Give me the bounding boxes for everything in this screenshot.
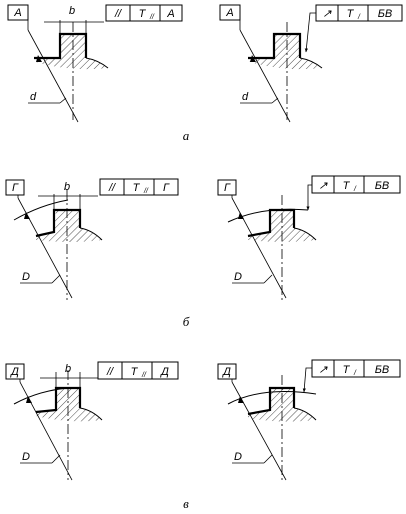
datum-box [5,363,25,380]
datum-label: А [13,7,21,19]
frame-datum: А [166,8,174,20]
frame-tolerance: T [343,364,351,376]
diameter-label: D [234,451,242,463]
frame-tolerance-sub: // [141,372,147,379]
caption-a: а [183,128,190,143]
datum-box [5,179,25,196]
tolerance-frame [97,361,179,380]
frame-symbol: // [114,8,122,20]
caption-c: в [183,496,189,511]
dimension-label: b [65,363,71,375]
frame-symbol: // [106,366,114,378]
sketch-a-left: А b // T // А d [7,4,183,123]
frame-tolerance: T [131,366,139,378]
frame-tolerance: T [347,8,355,20]
caption-b: б [183,314,190,329]
datum-box [217,363,237,380]
frame-symbol: ↗ [318,180,328,192]
frame-tolerance: T [343,180,351,192]
datum-label: Д [221,366,231,378]
sketch-c-right: Д ↗ T / БВ D [217,359,401,481]
diameter-label: D [22,451,30,463]
dimension-label: b [69,5,75,17]
frame-datum: БВ [375,364,390,376]
frame-tolerance: T [133,182,141,194]
frame-tolerance-sub: // [149,14,155,21]
sketch-b-left: Г b // T // Г D [5,178,179,300]
tolerance-frame [105,4,183,22]
frame-symbol: // [108,182,116,194]
frame-datum: БВ [375,180,390,192]
frame-datum: Д [159,366,169,378]
frame-datum: БВ [378,8,393,20]
frame-tolerance-sub: / [353,186,357,193]
datum-box [7,4,29,21]
frame-symbol: ↗ [318,364,328,376]
diameter-label: d [30,91,37,103]
sketch-a-right: А ↗ T / БВ d [219,4,403,123]
datum-box [219,4,241,21]
frame-tolerance: T [139,8,147,20]
datum-label: А [225,7,233,19]
dimension-label: b [64,181,70,193]
datum-label: Д [9,366,19,378]
frame-datum: Г [163,182,170,194]
diameter-label: d [242,91,249,103]
frame-symbol: ↗ [322,8,332,20]
tolerance-frame [99,178,179,196]
datum-box [217,179,237,196]
frame-tolerance-sub: // [143,188,149,195]
diameter-label: D [22,271,30,283]
datum-label: Г [224,182,231,194]
sketch-b-right: Г ↗ T / БВ D [217,175,401,300]
datum-label: Г [12,182,19,194]
frame-tolerance-sub: / [353,370,357,377]
diameter-label: D [234,271,242,283]
frame-tolerance-sub: / [357,14,361,21]
sketch-c-left: Д b // T // Д D [5,361,179,481]
